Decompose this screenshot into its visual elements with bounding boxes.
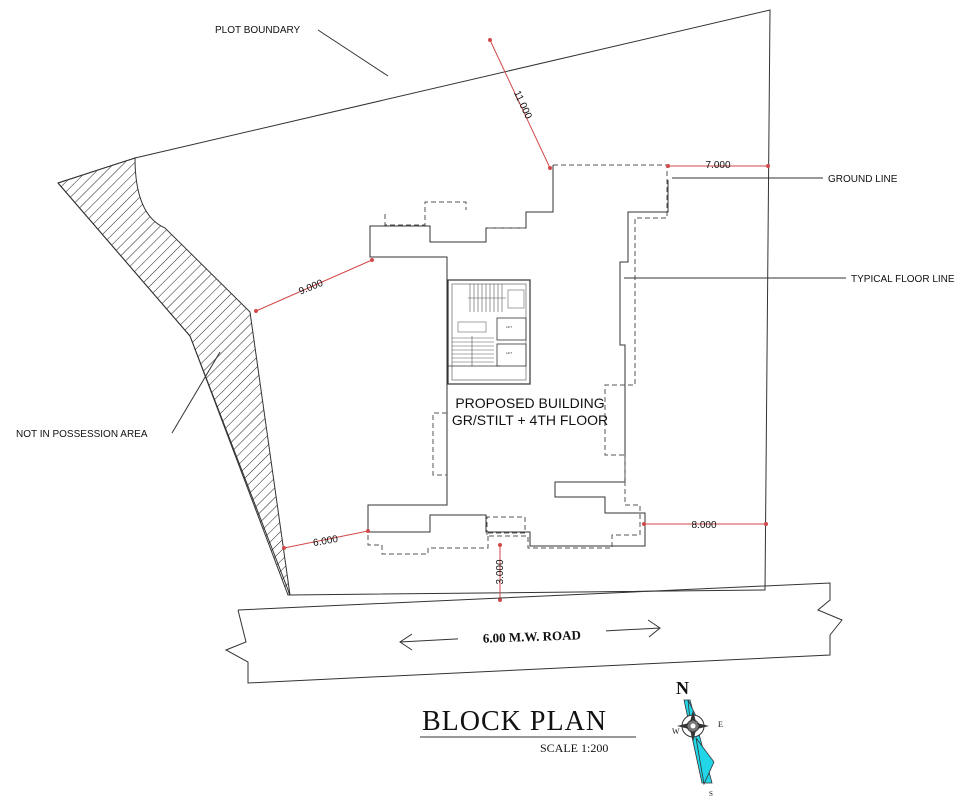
ground-line-outline — [367, 165, 669, 547]
compass-north: N — [676, 678, 689, 698]
dim-bottom: 3.000 — [495, 559, 506, 584]
label-typical-floor-line: TYPICAL FLOOR LINE — [851, 274, 955, 285]
dim-right: 8.000 — [691, 520, 716, 531]
dim-top-right: 7.000 — [705, 160, 730, 171]
typical-floor-line-left — [432, 412, 447, 476]
drawing-title: BLOCK PLAN — [422, 706, 607, 737]
road-label: 6.00 M.W. ROAD — [483, 627, 582, 645]
compass-south: S — [709, 790, 713, 798]
typical-floor-line-outline — [367, 164, 668, 555]
stair-lift-core: LIFT LIFT — [447, 279, 531, 385]
lift-label-1: LIFT — [506, 325, 512, 329]
label-not-in-possession: NOT IN POSSESSION AREA — [16, 429, 148, 440]
compass-east: E — [718, 720, 723, 729]
dimension-lines — [254, 38, 770, 602]
dim-bottom-left: 6.000 — [312, 534, 339, 549]
north-compass: N E W S — [672, 678, 723, 798]
dim-top: 11.000 — [511, 89, 534, 121]
label-ground-line: GROUND LINE — [828, 174, 898, 185]
drawing-scale: SCALE 1:200 — [540, 741, 608, 755]
compass-west: W — [672, 727, 680, 736]
building-label-line2: GR/STILT + 4TH FLOOR — [452, 412, 608, 428]
dim-left: 9.000 — [297, 278, 325, 298]
road-strip: 6.00 M.W. ROAD — [224, 582, 843, 684]
not-in-possession-area — [57, 157, 291, 596]
building-label-line1: PROPOSED BUILDING — [455, 395, 604, 411]
typical-floor-line-top-left — [384, 201, 467, 226]
lift-label-2: LIFT — [506, 351, 512, 355]
label-plot-boundary: PLOT BOUNDARY — [215, 25, 301, 36]
